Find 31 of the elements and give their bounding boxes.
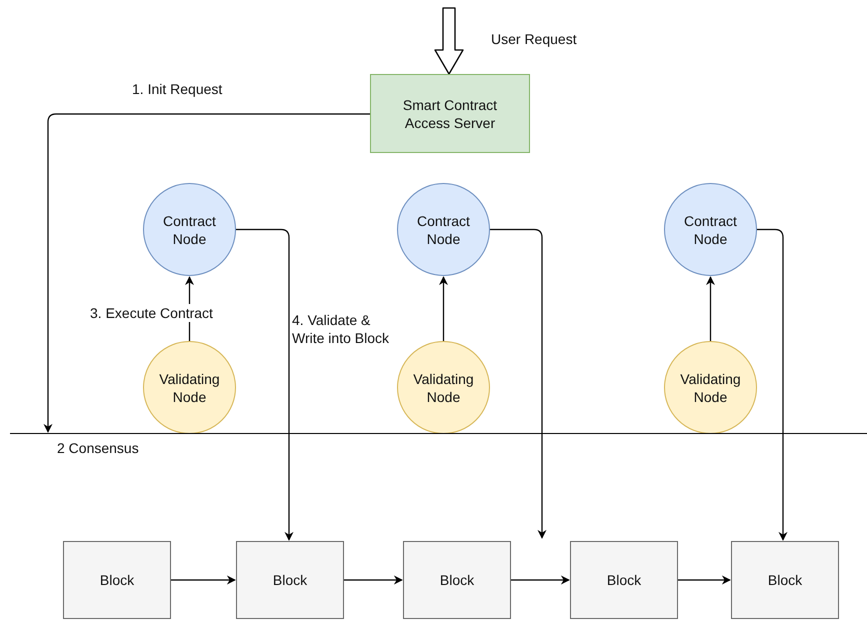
node-label: Block [98,571,136,589]
block-box [731,541,839,619]
consensus-line [10,433,867,434]
node-label: Block [272,571,308,589]
node-label: Block [438,571,476,589]
arrow [439,276,448,341]
node-label: Contract Node [162,212,217,248]
node-label: Block [606,571,642,589]
node-label: Validating Node [158,370,221,406]
arrow [706,276,715,341]
server-box [370,74,530,153]
node-label: Validating Node [679,370,742,406]
block-box [63,541,171,619]
node-label: Validating Node [412,370,475,406]
node-label: Contract Node [416,212,471,248]
arrow [171,576,236,584]
arrow [678,576,731,584]
arrow [344,576,403,584]
arrow [44,113,370,433]
consensus-label: 2 Consensus [57,439,139,458]
block-box [403,541,511,619]
block-box [570,541,678,619]
node-label: Contract Node [683,212,738,248]
node-label: Smart Contract Access Server [402,96,498,132]
node-label: Block [766,571,804,589]
arrow [490,228,546,539]
arrow [757,228,788,541]
block-box [236,541,344,619]
hollow-arrow [434,7,464,75]
arrow [236,228,294,541]
arrow [511,576,570,584]
